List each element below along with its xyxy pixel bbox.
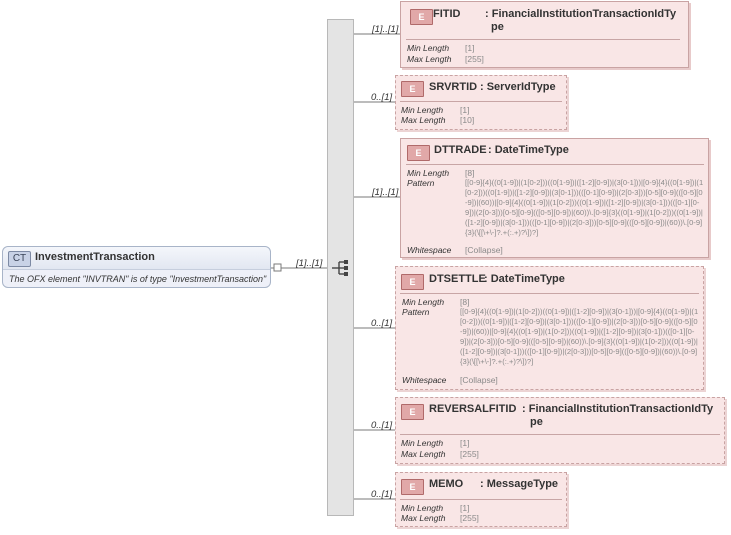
sequence-icon[interactable] <box>332 259 352 277</box>
element-fitid[interactable]: E FITID : FinancialInstitutionTransactio… <box>400 1 689 68</box>
min-length-label: Min Length <box>401 105 444 115</box>
element-type: : DateTimeType <box>484 273 565 285</box>
element-badge: E <box>410 9 433 25</box>
memo-cardinality: 0..[1] <box>371 489 393 500</box>
element-srvrtid[interactable]: E SRVRTID : ServerIdType Min Length [1] … <box>395 75 567 130</box>
min-length-label: Min Length <box>407 168 450 178</box>
whitespace-value: [Collapse] <box>460 375 498 385</box>
element-name: SRVRTID <box>429 81 478 93</box>
element-separator <box>400 434 720 435</box>
min-length-label: Min Length <box>402 297 445 307</box>
element-name: DTSETTLE <box>429 273 486 285</box>
complex-type-documentation: The OFX element "INVTRAN" is of type "In… <box>9 274 267 284</box>
min-length-value: [1] <box>460 438 470 448</box>
min-length-label: Min Length <box>401 438 444 448</box>
element-reversalfitid[interactable]: E REVERSALFITID : FinancialInstitutionTr… <box>395 397 725 464</box>
element-badge: E <box>401 81 424 97</box>
element-badge: E <box>401 274 424 290</box>
element-type: : DateTimeType <box>488 144 569 156</box>
whitespace-value: [Collapse] <box>465 245 503 255</box>
element-name: REVERSALFITID <box>429 403 517 415</box>
element-name: FITID <box>433 8 461 20</box>
pattern-label: Pattern <box>407 178 435 188</box>
element-separator <box>400 293 699 294</box>
complex-type-badge: CT <box>8 251 31 267</box>
element-badge: E <box>407 145 430 161</box>
element-separator <box>400 101 562 102</box>
complex-type-box[interactable]: CT InvestmentTransaction The OFX element… <box>2 246 271 288</box>
complex-type-name: InvestmentTransaction <box>35 251 155 263</box>
srvrtid-cardinality: 0..[1] <box>371 92 393 103</box>
element-separator <box>406 39 680 40</box>
pattern-value: [[0-9]{4}((0[1-9])|(1[0-2]))((0[1-9])|([… <box>465 178 704 237</box>
element-type: : ServerIdType <box>480 81 556 93</box>
element-separator <box>406 164 704 165</box>
pattern-value: [[0-9]{4}((0[1-9])|(1[0-2]))((0[1-9])|([… <box>460 307 699 366</box>
element-name: DTTRADE <box>434 144 487 156</box>
max-length-label: Max Length <box>407 54 452 64</box>
element-type: : MessageType <box>480 478 559 490</box>
element-memo[interactable]: E MEMO : MessageType Min Length [1] Max … <box>395 472 567 527</box>
element-badge: E <box>401 404 424 420</box>
whitespace-label: Whitespace <box>407 245 452 255</box>
max-length-value: [255] <box>465 54 484 64</box>
element-name: MEMO <box>429 478 464 490</box>
element-separator <box>400 499 562 500</box>
reversalfitid-cardinality: 0..[1] <box>371 420 393 431</box>
max-length-value: [255] <box>460 449 479 459</box>
min-length-value: [1] <box>460 105 470 115</box>
pattern-label: Pattern <box>402 307 430 317</box>
dtsettle-cardinality: 0..[1] <box>371 318 393 329</box>
min-length-value: [8] <box>465 168 475 178</box>
max-length-label: Max Length <box>401 513 446 523</box>
max-length-label: Max Length <box>401 449 446 459</box>
max-length-value: [255] <box>460 513 479 523</box>
max-length-label: Max Length <box>401 115 446 125</box>
min-length-value: [1] <box>465 43 475 53</box>
element-dtsettle[interactable]: E DTSETTLE : DateTimeType Min Length [8]… <box>395 266 704 390</box>
min-length-value: [8] <box>460 297 470 307</box>
whitespace-label: Whitespace <box>402 375 447 385</box>
min-length-label: Min Length <box>401 503 444 513</box>
fitid-cardinality: [1]..[1] <box>372 24 399 35</box>
element-badge: E <box>401 479 424 495</box>
max-length-value: [10] <box>460 115 475 125</box>
element-dttrade[interactable]: E DTTRADE : DateTimeType Min Length [8] … <box>400 138 709 258</box>
root-cardinality: [1]..[1] <box>296 258 323 269</box>
complex-type-header: CT InvestmentTransaction <box>3 247 270 270</box>
min-length-label: Min Length <box>407 43 450 53</box>
dttrade-cardinality: [1]..[1] <box>372 187 399 198</box>
min-length-value: [1] <box>460 503 470 513</box>
